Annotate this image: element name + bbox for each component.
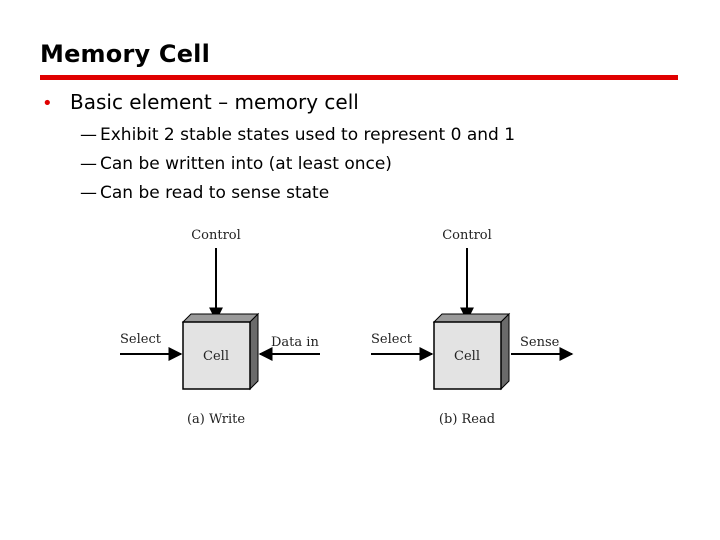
cell-top-face	[432, 313, 511, 323]
subbullet-item: —Exhibit 2 stable states used to represe…	[80, 121, 515, 150]
subbullet-text: Can be read to sense state	[100, 183, 330, 203]
bullet-marker: •	[42, 93, 53, 114]
subbullet-text: Can be written into (at least once)	[100, 154, 392, 174]
bullet-text: Basic element – memory cell	[70, 90, 359, 114]
read-sense-label: Sense	[520, 335, 560, 350]
bullet-list: •Basic element – memory cell —Exhibit 2 …	[40, 88, 515, 208]
write-diagram: Control Select Cell Data in (a) Write	[120, 228, 320, 427]
read-cell-box: Cell	[432, 312, 511, 391]
write-data-in-label: Data in	[271, 335, 319, 350]
subbullet-dash: —	[80, 183, 97, 203]
subbullet-item: —Can be written into (at least once)	[80, 150, 515, 179]
subbullet-item: —Can be read to sense state	[80, 179, 515, 208]
write-select-label: Select	[120, 332, 162, 347]
subbullet-dash: —	[80, 154, 97, 174]
bullet-item: •Basic element – memory cell —Exhibit 2 …	[40, 88, 515, 208]
write-cell-label: Cell	[203, 349, 229, 364]
title-underline	[40, 75, 678, 80]
write-cell-box: Cell	[181, 312, 260, 391]
subbullet-list: —Exhibit 2 stable states used to represe…	[40, 121, 515, 208]
subbullet-dash: —	[80, 125, 97, 145]
cell-top-face	[181, 313, 260, 323]
read-control-label: Control	[442, 228, 492, 243]
read-cell-label: Cell	[454, 349, 480, 364]
write-control-label: Control	[191, 228, 241, 243]
subbullet-text: Exhibit 2 stable states used to represen…	[100, 125, 516, 145]
cell-front-face	[182, 321, 251, 390]
read-diagram: Control Select Cell Sense (b) Read	[371, 228, 574, 427]
read-select-label: Select	[371, 332, 413, 347]
cell-side-face	[249, 312, 259, 391]
cell-front-face	[433, 321, 502, 390]
write-caption: (a) Write	[187, 412, 245, 427]
read-caption: (b) Read	[439, 412, 495, 427]
cell-side-face	[500, 312, 510, 391]
slide-title: Memory Cell	[40, 40, 211, 68]
